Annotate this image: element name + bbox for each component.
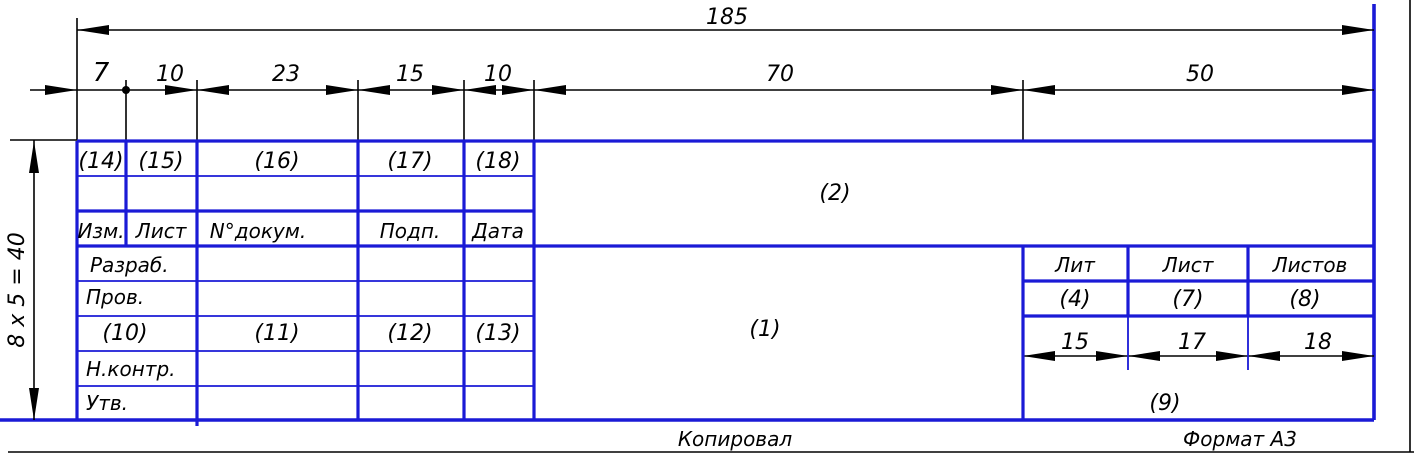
- arrowhead: [1023, 351, 1055, 361]
- dim-col-date: 10: [484, 62, 512, 87]
- arrowhead: [45, 85, 77, 95]
- label-copied: Копировал: [678, 427, 792, 451]
- role-rows: Разраб. Пров. (10) (11) (12) (13) Н.конт…: [86, 253, 521, 415]
- ref-13: (13): [475, 321, 520, 346]
- arrowhead: [534, 85, 566, 95]
- ref-18: (18): [475, 149, 520, 174]
- dim-col-right: 50: [1186, 62, 1214, 87]
- arrowhead: [326, 85, 358, 95]
- dimension-lines: [30, 29, 1374, 420]
- dim-col-list: 10: [156, 62, 184, 87]
- arrowhead: [432, 85, 464, 95]
- arrowhead: [1096, 351, 1128, 361]
- label-utv: Утв.: [86, 391, 128, 415]
- label-lit: Лит: [1054, 253, 1096, 277]
- arrowhead: [29, 141, 39, 173]
- ref-17: (17): [387, 149, 432, 174]
- label-izm: Изм.: [77, 219, 124, 243]
- ref-12: (12): [387, 321, 432, 346]
- label-sheets: Листов: [1272, 253, 1348, 277]
- label-list: Лист: [135, 219, 188, 243]
- dim-col-main: 70: [766, 62, 794, 87]
- dim-col-izm: 7: [93, 58, 110, 88]
- label-sheet: Лист: [1162, 253, 1215, 277]
- arrowhead: [1216, 351, 1248, 361]
- ref-15: (15): [138, 149, 183, 174]
- arrowhead: [1023, 85, 1055, 95]
- dimension-arrows: [29, 25, 1374, 420]
- dim-height: 8 x 5 = 40: [5, 232, 30, 347]
- dimension-texts: 185 7 10 23 15 10 70 50 15 17 18 8 x 5 =…: [5, 5, 1332, 355]
- ref-8: (8): [1289, 287, 1320, 312]
- header-row: (14) (15) (16) (17) (18) Изм. Лист N°док…: [77, 149, 523, 243]
- ref-14: (14): [78, 149, 123, 174]
- dim-total: 185: [706, 5, 748, 30]
- arrowhead: [1342, 85, 1374, 95]
- arrowhead: [1342, 351, 1374, 361]
- arrowhead: [991, 85, 1023, 95]
- arrowhead: [502, 85, 534, 95]
- field-organization: (9): [1149, 391, 1180, 416]
- arrowhead: [1342, 25, 1374, 35]
- main-fields: (2) (1) (9): [749, 181, 1180, 416]
- dim-col-docnum: 23: [272, 62, 300, 87]
- label-prov: Пров.: [86, 285, 144, 309]
- arrowhead: [197, 85, 229, 95]
- arrowhead: [464, 85, 496, 95]
- label-razrab: Разраб.: [90, 253, 169, 277]
- footer: Копировал Формат А3: [678, 427, 1297, 451]
- ref-10: (10): [102, 321, 147, 346]
- label-nkontr: Н.контр.: [86, 357, 176, 381]
- ref-11: (11): [254, 321, 299, 346]
- arrowhead: [77, 25, 109, 35]
- dim-lit: 15: [1061, 330, 1089, 355]
- dim-sheet: 17: [1178, 330, 1206, 355]
- label-docnum: N°докум.: [210, 219, 306, 243]
- arrowhead: [358, 85, 390, 95]
- arrowhead: [1248, 351, 1280, 361]
- label-format: Формат А3: [1183, 427, 1297, 451]
- field-name: (1): [749, 317, 780, 342]
- arrowhead: [1128, 351, 1160, 361]
- dim-col-sign: 15: [396, 62, 424, 87]
- label-date: Дата: [471, 219, 524, 243]
- ref-7: (7): [1172, 287, 1203, 312]
- label-sign: Подп.: [380, 219, 441, 243]
- field-designation: (2): [819, 181, 850, 206]
- right-block: Лит Лист Листов (4) (7) (8): [1054, 253, 1347, 312]
- arrowhead: [29, 388, 39, 420]
- ref-4: (4): [1059, 287, 1090, 312]
- arrowhead: [165, 85, 197, 95]
- dim-sheets: 18: [1304, 330, 1332, 355]
- title-block-grid: [75, 139, 1374, 426]
- ref-16: (16): [254, 149, 299, 174]
